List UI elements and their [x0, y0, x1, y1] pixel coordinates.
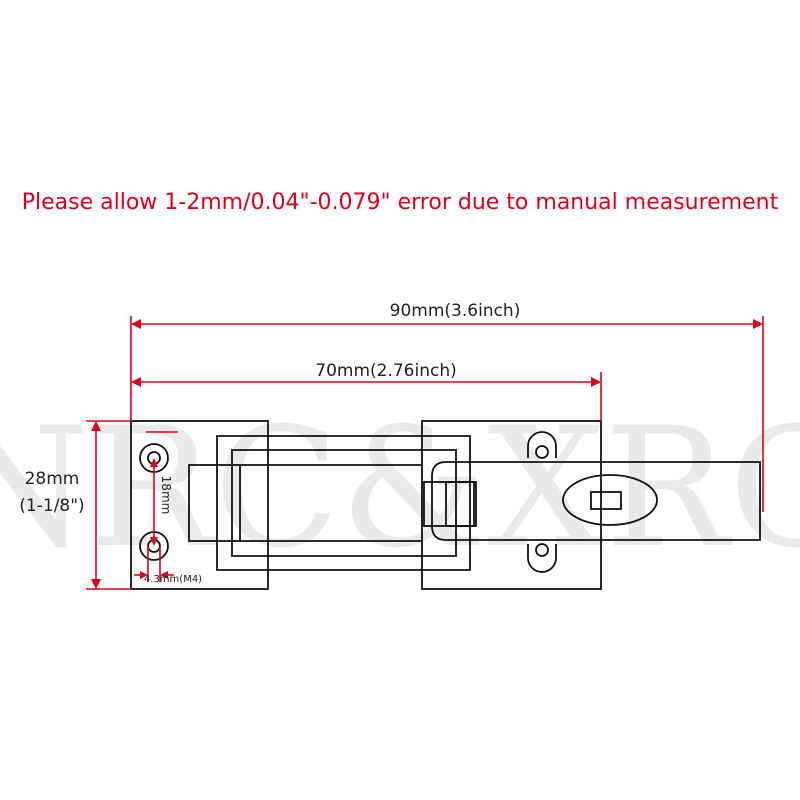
hasp-hinge-inner [445, 481, 475, 527]
dim-hole-span: 70mm(2.76inch) [131, 361, 602, 421]
right-guide-inner [422, 449, 457, 557]
arrow-up [91, 421, 101, 431]
hole-span-label: 70mm(2.76inch) [315, 361, 457, 381]
hasp-slot-ellipse [562, 474, 658, 526]
arrow-span-left [131, 377, 141, 387]
right-plate-outline [421, 420, 602, 590]
arrow-hole-up [150, 458, 158, 467]
bolt-end [188, 464, 241, 542]
right-bottom-boss [527, 544, 557, 573]
right-guide-outer [422, 435, 471, 571]
arrow-dia-right [160, 571, 168, 579]
measurement-note: Please allow 1-2mm/0.04"-0.079" error du… [21, 190, 779, 215]
hole-diameter-label: 4.3mm(M4) [144, 574, 202, 585]
left-guide-outer [216, 435, 268, 571]
bolt-rail [268, 435, 422, 571]
height-in-label: (1-1/8") [19, 496, 84, 516]
left-plate-outline [130, 420, 269, 590]
arrow-hole-down [150, 537, 158, 546]
left-guide-inner [231, 449, 268, 557]
arrow-left [131, 319, 141, 329]
arrow-down [91, 579, 101, 589]
overall-length-label: 90mm(3.6inch) [390, 301, 521, 321]
arrow-span-right [591, 377, 601, 387]
dim-hole-diameter: 4.3mm(M4) [134, 546, 202, 585]
watermark: NRC&XRC [0, 392, 800, 584]
arrow-dia-left [140, 571, 148, 579]
hasp-handle [423, 461, 761, 541]
right-bottom-hole [535, 543, 549, 557]
right-top-boss [527, 431, 557, 458]
dim-height: 28mm (1-1/8") [19, 420, 131, 590]
hasp-slot-rect [590, 491, 622, 510]
hasp-outline [431, 461, 761, 541]
height-mm-label: 28mm [25, 469, 80, 489]
dim-hole-spacing: 18mm [146, 431, 178, 546]
dim-overall-length: 90mm(3.6inch) [130, 301, 764, 512]
right-top-hole [535, 445, 549, 459]
hole-spacing-label: 18mm [159, 476, 173, 515]
right-plate [421, 420, 602, 590]
arrow-right [753, 319, 763, 329]
